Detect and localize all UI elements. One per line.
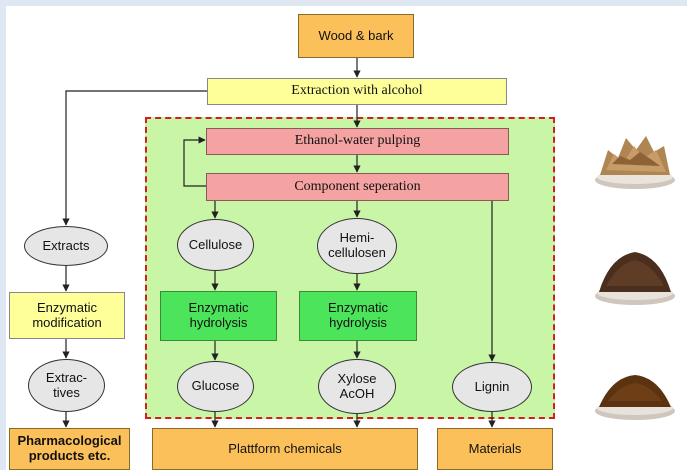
extraction-box: Extraction with alcohol — [207, 78, 507, 105]
enzymatic-modification-box: Enzymatic modification — [9, 292, 125, 339]
component-separation-box: Component seperation — [206, 173, 509, 201]
pharmacological-box: Pharmacological products etc. — [9, 428, 130, 470]
extractives-node: Extrac- tives — [28, 359, 105, 412]
ethanol-pulping-box: Ethanol-water pulping — [206, 128, 509, 155]
enzymatic-hydrolysis-box-1: Enzymatic hydrolysis — [160, 291, 277, 341]
lignin-node: Lignin — [452, 362, 532, 412]
soil-powder-dish-image — [595, 252, 675, 305]
enzymatic-hydrolysis-box-2: Enzymatic hydrolysis — [299, 291, 417, 341]
materials-box: Materials — [437, 428, 553, 470]
glucose-node: Glucose — [177, 361, 254, 412]
platform-chemicals-box: Plattform chemicals — [152, 428, 418, 470]
extracts-node: Extracts — [24, 226, 108, 266]
brown-powder-dish-image — [595, 375, 675, 420]
xylose-node: Xylose AcOH — [318, 359, 396, 414]
wood-chips-dish-image — [595, 136, 675, 189]
cellulose-node: Cellulose — [177, 219, 254, 271]
wood-bark-box: Wood & bark — [298, 14, 414, 58]
hemicellulosen-node: Hemi- cellulosen — [317, 218, 397, 274]
